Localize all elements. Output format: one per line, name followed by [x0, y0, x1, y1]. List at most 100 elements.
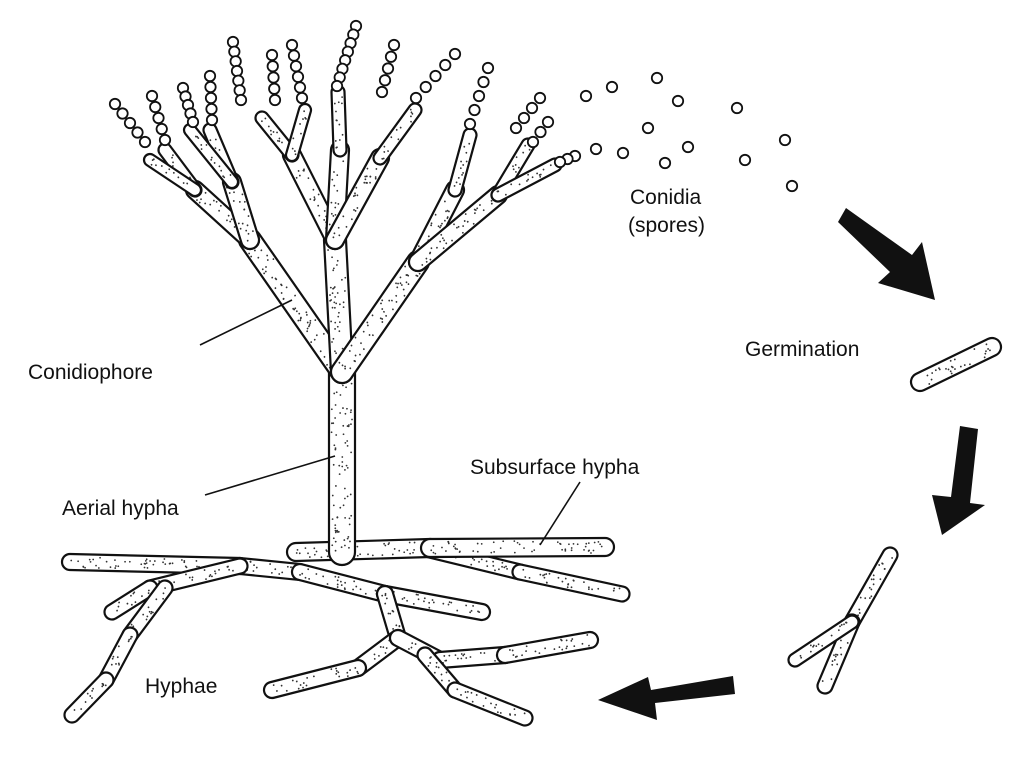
conidia-label: Conidia — [630, 186, 702, 209]
spore-chain-conidium — [205, 102, 218, 116]
conidiophore-branch — [284, 102, 313, 163]
spore-chain-conidium — [268, 93, 282, 107]
free-conidium — [605, 80, 619, 94]
conidia-drawing — [108, 19, 799, 193]
spore-chain-conidium — [116, 107, 129, 120]
spore-chain-conidium — [375, 85, 389, 99]
spore-chain-conidium — [429, 69, 442, 83]
spore-chain-conidium — [448, 47, 462, 61]
conidiophore-branch — [447, 127, 478, 198]
free-conidium — [650, 71, 664, 85]
spore-chain-conidium — [419, 80, 432, 94]
subsurface-hypha — [419, 536, 616, 559]
spore-chain-conidium — [381, 62, 395, 75]
conidiophore-branch — [330, 84, 348, 158]
subsurface-hypha-leader-line — [539, 481, 581, 546]
germination-label: Germination — [745, 338, 859, 361]
conidiophore-branch — [142, 152, 203, 198]
spore-chain-conidium — [330, 79, 344, 93]
hyphae-drawing — [60, 84, 1003, 727]
spore-chain-conidium — [205, 113, 219, 127]
spore-chain-conidium — [378, 74, 392, 87]
spore-chain-conidium — [131, 126, 144, 139]
spore-chain-conidium — [287, 49, 301, 62]
spore-chain-conidium — [295, 91, 309, 105]
spore-chain-conidium — [541, 115, 555, 129]
spore-chain-conidium — [123, 116, 137, 130]
free-conidium — [589, 142, 603, 156]
spore-chain-conidium — [265, 48, 279, 62]
free-conidium — [671, 94, 685, 108]
conidiophore-leader-line — [199, 299, 293, 346]
spore-chain-conidium — [387, 38, 401, 52]
arrow-branching-to-hyphae — [598, 676, 735, 720]
spore-chain-conidium — [226, 35, 240, 49]
conidiophore-branch — [182, 122, 240, 190]
spore-chain-conidium — [553, 155, 567, 169]
spores-label: (spores) — [628, 214, 705, 237]
spore-chain-conidium — [149, 100, 162, 114]
spore-chain-conidium — [526, 135, 540, 149]
spore-chain-conidium — [468, 103, 481, 117]
spore-chain-conidium — [384, 50, 398, 63]
spore-chain-conidium — [228, 45, 241, 58]
spore-chain-conidium — [291, 70, 305, 83]
spore-chain-conidium — [534, 125, 547, 139]
spore-chain-conidium — [409, 91, 423, 105]
spore-chain-conidium — [152, 111, 165, 125]
spore-chain-conidium — [477, 75, 490, 89]
spore-chain-conidium — [138, 135, 152, 149]
arrow-germination-to-branching — [932, 426, 985, 535]
free-conidium — [738, 153, 752, 167]
substrate-hypha — [495, 630, 600, 665]
free-conidium — [658, 156, 672, 170]
spore-chain-conidium — [145, 89, 159, 103]
spore-chain-conidium — [233, 84, 246, 97]
spore-chain-conidium — [472, 89, 486, 103]
spore-chain-conidium — [533, 91, 547, 105]
substrate-hypha — [446, 681, 534, 727]
free-conidium — [681, 140, 695, 154]
spore-chain-conidium — [267, 71, 280, 84]
subsurface-hypha — [285, 537, 441, 563]
aerial-hypha — [327, 357, 357, 567]
aerial-hypha-label: Aerial hypha — [62, 497, 179, 520]
spore-chain-conidium — [481, 61, 495, 75]
free-conidium — [785, 179, 799, 193]
spore-chain-conidium — [285, 38, 299, 52]
spore-chain-conidium — [525, 101, 539, 115]
spore-chain-conidium — [203, 69, 217, 83]
free-conidium — [616, 146, 630, 160]
spore-chain-conidium — [463, 117, 477, 131]
spore-chain-conidium — [230, 64, 244, 78]
free-conidium — [641, 121, 655, 135]
spore-chain-conidium — [108, 97, 122, 111]
conidiophore-branch — [407, 184, 509, 273]
spore-chain-conidium — [186, 115, 200, 129]
spore-chain-conidium — [229, 55, 242, 68]
spore-chain-conidium — [158, 133, 172, 147]
spore-chain-conidium — [232, 74, 245, 87]
spore-chain-conidium — [155, 122, 168, 136]
germ-tube — [909, 336, 1003, 393]
conidiophore-branch — [372, 102, 423, 166]
free-conidium — [579, 89, 593, 103]
spore-chain-conidium — [289, 60, 303, 73]
hyphae-label: Hyphae — [145, 675, 217, 698]
spore-chain-conidium — [266, 60, 279, 73]
spore-chain-conidium — [204, 80, 217, 94]
arrow-conidia-to-germination — [838, 208, 935, 300]
conidiophore-label: Conidiophore — [28, 361, 153, 384]
spore-chain-conidium — [204, 91, 218, 105]
free-conidium — [778, 133, 792, 147]
aerial-hypha-leader-line — [204, 455, 336, 496]
spore-chain-conidium — [293, 81, 307, 94]
spore-chain-conidium — [268, 82, 281, 95]
spore-chain-conidium — [517, 111, 531, 125]
germling-branch — [787, 614, 860, 668]
substrate-hypha — [63, 671, 115, 724]
substrate-hypha — [511, 563, 631, 603]
free-conidium — [730, 101, 744, 115]
substrate-hypha — [262, 658, 368, 700]
